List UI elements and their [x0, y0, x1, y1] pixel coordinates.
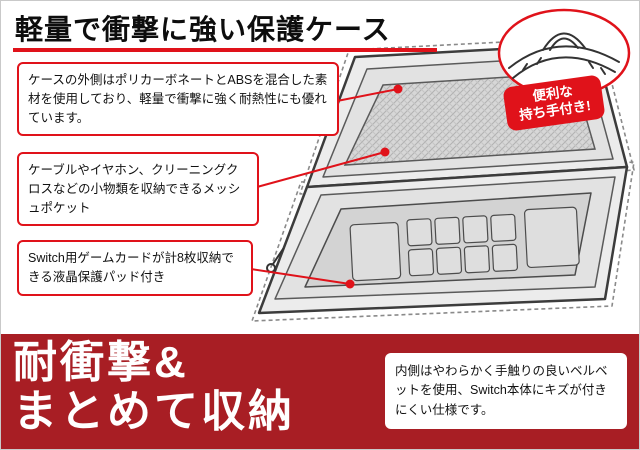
handle-detail-illustration [497, 8, 631, 98]
zipper-top-half [299, 37, 635, 195]
carry-handle-outline [542, 32, 586, 51]
hatch-marks [522, 57, 606, 75]
banner-headline-line2: まとめて収納 [13, 387, 295, 437]
title-underline [13, 48, 437, 52]
banner-note: 内側はやわらかく手触りの良いベルベットを使用、Switch本体にキズが付きにくい… [385, 353, 627, 430]
zipper-bottom-half [251, 161, 635, 322]
carry-handle-inner [549, 37, 579, 51]
callout-card-pad: Switch用ゲームカードが計8枚収納できる液晶保護パッド付き [17, 240, 253, 296]
zipper-pull [272, 248, 284, 265]
card-slots [349, 206, 580, 282]
case-edge-line [508, 45, 620, 69]
banner-headline-line1: 耐衝撃& [13, 338, 189, 387]
page-title: 軽量で衝撃に強い保護ケース [15, 14, 391, 45]
bottom-banner: 耐衝撃& まとめて収納 内側はやわらかく手触りの良いベルベットを使用、Switc… [1, 334, 639, 449]
callout-material: ケースの外側はポリカーボネートとABSを混合した素材を使用しており、軽量で衝撃に… [17, 62, 339, 137]
case-illustration [251, 37, 635, 322]
callout-mesh-pocket: ケーブルやイヤホン、クリーニングクロスなどの小物類を収納できるメッシュポケット [17, 152, 259, 227]
banner-headline: 耐衝撃& まとめて収納 [13, 338, 295, 437]
